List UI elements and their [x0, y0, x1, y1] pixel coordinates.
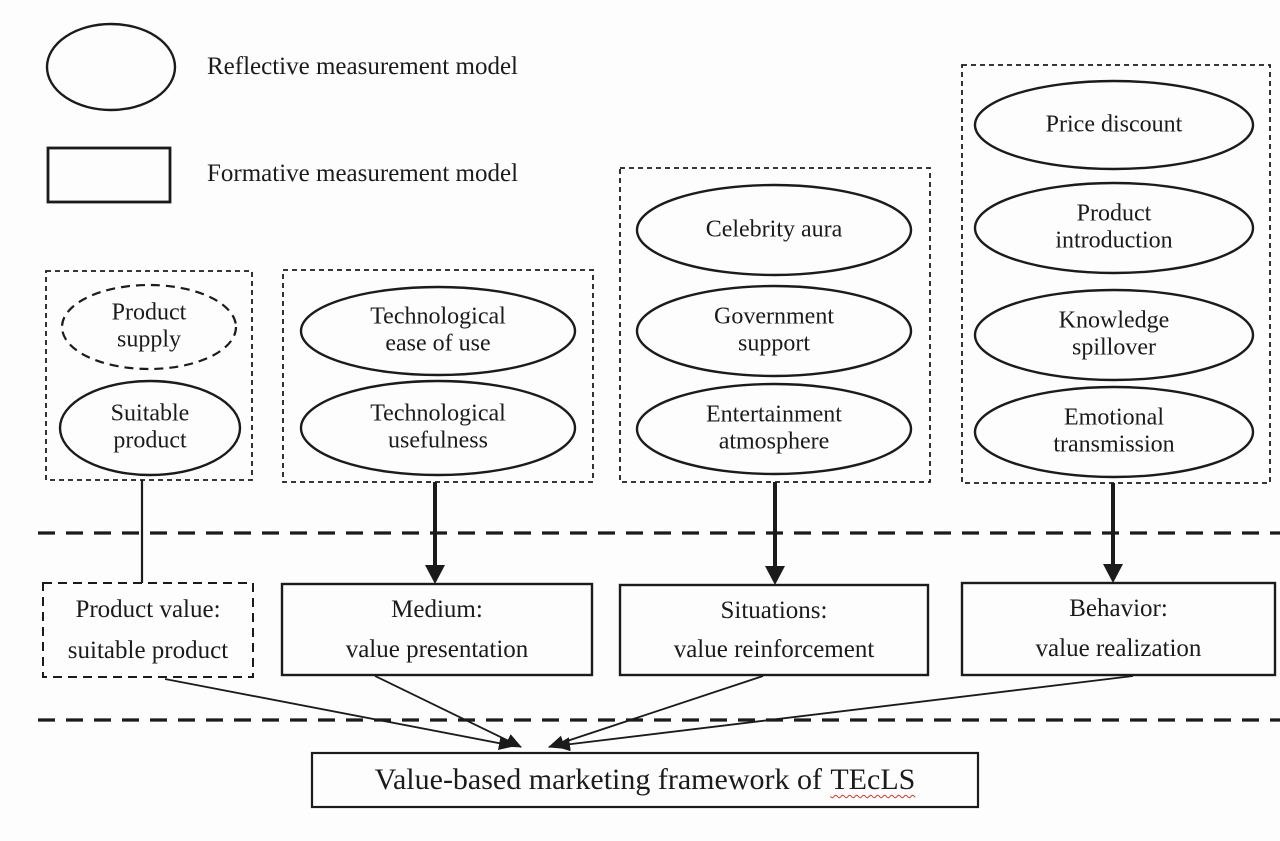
- label-entertainment-atmosphere: Entertainment atmosphere: [706, 401, 842, 455]
- legend-reflective-ellipse: [45, 22, 177, 112]
- box-behavior-title: Behavior:: [1069, 595, 1168, 623]
- label-tech-ease: Technological ease of use: [370, 303, 506, 357]
- label-suitable-product: Suitable product: [110, 400, 190, 454]
- arrow-product-value-to-framework: [164, 678, 515, 751]
- ellipse-product-supply: [60, 283, 238, 371]
- ellipse-suitable-product: [58, 379, 242, 477]
- label-emotional-transmission: Emotional transmission: [1053, 404, 1175, 458]
- box-medium-subtitle: value presentation: [345, 635, 529, 663]
- connector-behavior-arrowhead: [1103, 564, 1123, 583]
- ellipse-entertainment-atmosphere: [635, 382, 913, 476]
- ellipse-tech-ease: [299, 285, 577, 377]
- ellipse-knowledge-spillover: [973, 288, 1255, 382]
- framework-term: TEcLS: [830, 763, 916, 796]
- arrow-medium-to-framework: [374, 675, 522, 748]
- label-government-support: Government support: [714, 303, 834, 357]
- ellipse-price-discount: [973, 79, 1255, 171]
- label-tech-usefulness: Technological usefulness: [370, 400, 506, 454]
- group-product-border: [45, 270, 253, 481]
- group-technology-border: [282, 269, 594, 483]
- box-medium-border: [280, 582, 594, 677]
- label-celebrity-aura: Celebrity aura: [705, 216, 843, 243]
- connector-situation-arrowhead: [765, 566, 785, 585]
- box-situations-border: [618, 583, 930, 677]
- box-product-value-title: Product value:: [75, 596, 221, 623]
- box-product-value-subtitle: suitable product: [67, 636, 229, 664]
- box-behavior-border: [960, 581, 1277, 677]
- box-product-value: Product value: suitable product: [43, 583, 253, 677]
- box-situations-title: Situations:: [720, 596, 828, 624]
- ellipse-emotional-transmission: [973, 385, 1255, 479]
- legend-formative-label: Formative measurement model: [207, 160, 519, 187]
- box-situations-subtitle: value reinforcement: [673, 635, 875, 663]
- group-behavior-border: [961, 64, 1271, 484]
- arrow-behavior-to-framework: [554, 675, 1134, 752]
- framework-label: Value-based marketing framework of: [374, 763, 822, 796]
- box-behavior: Behavior: value realization: [962, 583, 1275, 675]
- arrow-situations-to-framework: [548, 675, 764, 749]
- box-framework: Value-based marketing framework of TEcLS: [312, 753, 978, 807]
- ellipse-product-introduction: [973, 181, 1255, 275]
- label-product-supply: Product supply: [111, 299, 187, 353]
- legend-formative-rect: [46, 146, 172, 204]
- legend-reflective-label: Reflective measurement model: [207, 53, 518, 80]
- ellipse-tech-usefulness: [299, 379, 577, 477]
- box-situations: Situations: value reinforcement: [620, 585, 928, 675]
- ellipse-celebrity-aura: [635, 183, 913, 277]
- label-product-introduction: Product introduction: [1055, 200, 1173, 254]
- box-medium-title: Medium:: [391, 596, 483, 623]
- connector-technology-arrowhead: [425, 565, 445, 584]
- ellipse-government-support: [635, 284, 913, 378]
- box-behavior-subtitle: value realization: [1035, 635, 1202, 663]
- label-price-discount: Price discount: [1045, 111, 1183, 138]
- box-medium: Medium: value presentation: [282, 584, 592, 675]
- label-knowledge-spillover: Knowledge spillover: [1058, 307, 1170, 361]
- box-product-value-border: [42, 582, 254, 678]
- box-framework-border: [310, 751, 980, 809]
